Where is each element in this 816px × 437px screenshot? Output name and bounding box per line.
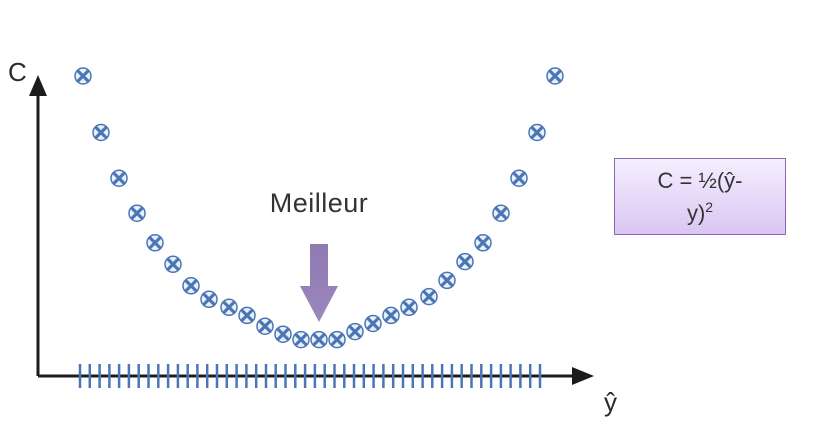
data-point <box>438 271 456 290</box>
best-point-label: Meilleur <box>270 188 369 218</box>
formula-line-2: y) <box>686 200 706 226</box>
data-point <box>528 123 546 142</box>
x-axis-label: ŷ <box>604 387 617 417</box>
data-point <box>200 290 218 309</box>
data-point <box>256 317 274 335</box>
data-point <box>310 330 328 349</box>
data-point <box>382 306 400 325</box>
formula-exponent: 2 <box>705 198 714 215</box>
y-axis-arrowhead <box>29 75 47 96</box>
data-point <box>146 234 164 252</box>
formula-line-1: C = ½(ŷ- <box>657 167 743 193</box>
data-point <box>474 234 492 252</box>
data-point <box>456 252 474 271</box>
data-point <box>346 322 364 341</box>
data-point <box>274 325 292 343</box>
x-axis-ticks <box>78 364 542 388</box>
data-point <box>220 298 238 317</box>
data-point <box>164 255 182 274</box>
data-points <box>74 67 564 349</box>
data-point <box>182 277 200 295</box>
y-axis-label: C <box>8 57 27 87</box>
data-point <box>238 306 256 325</box>
data-point <box>510 169 528 187</box>
cost-formula-box: C = ½(ŷ- y)2 <box>614 158 786 235</box>
data-point <box>400 298 418 317</box>
data-point <box>292 330 310 349</box>
x-axis-arrowhead <box>572 367 594 385</box>
data-point <box>420 287 438 306</box>
data-point <box>110 169 128 187</box>
data-point <box>364 314 382 333</box>
cost-formula: C = ½(ŷ- y)2 <box>658 167 743 226</box>
data-point <box>546 67 564 85</box>
best-point-arrow <box>300 244 338 322</box>
data-point <box>492 204 510 222</box>
data-point <box>92 123 110 142</box>
data-point <box>128 204 146 222</box>
data-point <box>328 330 346 349</box>
data-point <box>74 67 92 85</box>
